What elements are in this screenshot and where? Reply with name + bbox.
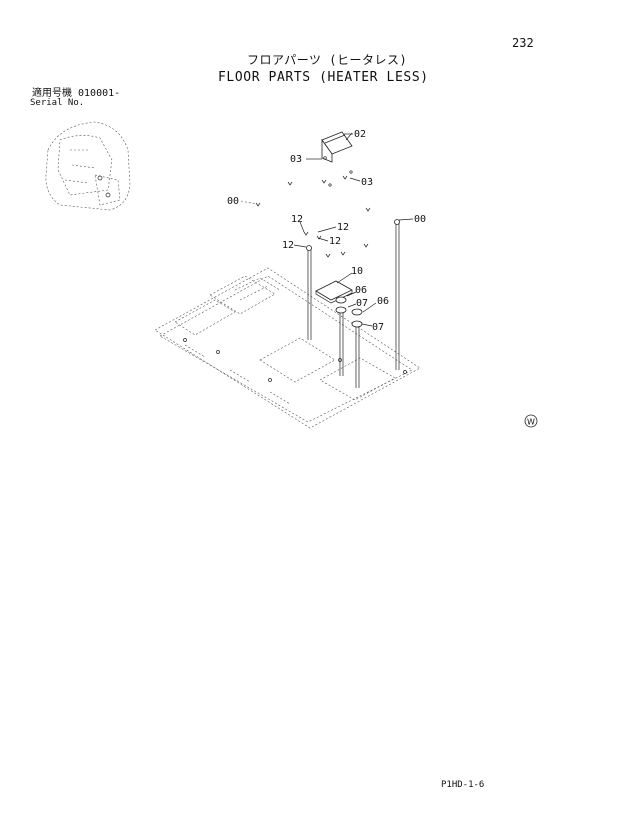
leader-lines <box>240 133 414 327</box>
callout-10: 10 <box>351 266 363 277</box>
callout-07-a: 07 <box>356 298 368 309</box>
svg-text:W: W <box>527 418 535 427</box>
callout-07-b: 07 <box>372 322 384 333</box>
rod-center-a <box>335 296 347 376</box>
callout-02: 02 <box>354 129 366 140</box>
page-number: 232 <box>512 36 534 50</box>
bracket-part <box>321 131 353 163</box>
rod-left <box>306 245 312 340</box>
floor-plate <box>154 267 421 429</box>
floor-cover-part <box>315 272 353 304</box>
serial-label: Serial No. <box>30 98 85 108</box>
callout-12-mid: 12 <box>337 222 349 233</box>
callout-12-low: 12 <box>329 236 341 247</box>
small-fasteners <box>255 170 371 258</box>
callout-00-right: 00 <box>414 214 426 225</box>
rod-right <box>394 219 400 370</box>
page-title: FLOOR PARTS (HEATER LESS) <box>218 70 429 85</box>
callout-06-a: 06 <box>355 285 367 296</box>
callout-03-top: 03 <box>290 154 302 165</box>
serial-label-japanese: 適用号機 010001- <box>32 88 121 99</box>
footer-code: P1HD-1-6 <box>441 780 485 790</box>
callout-03-right: 03 <box>361 177 373 188</box>
machine-thumbnail <box>45 121 131 211</box>
w-mark: W <box>524 414 538 428</box>
callout-06-b: 06 <box>377 296 389 307</box>
rod-center-b <box>351 308 363 388</box>
callout-00-left: 00 <box>227 196 239 207</box>
callout-12-top: 12 <box>291 214 303 225</box>
page-title-japanese: フロアパーツ (ヒータレス) <box>247 53 408 67</box>
callout-12-left: 12 <box>282 240 294 251</box>
